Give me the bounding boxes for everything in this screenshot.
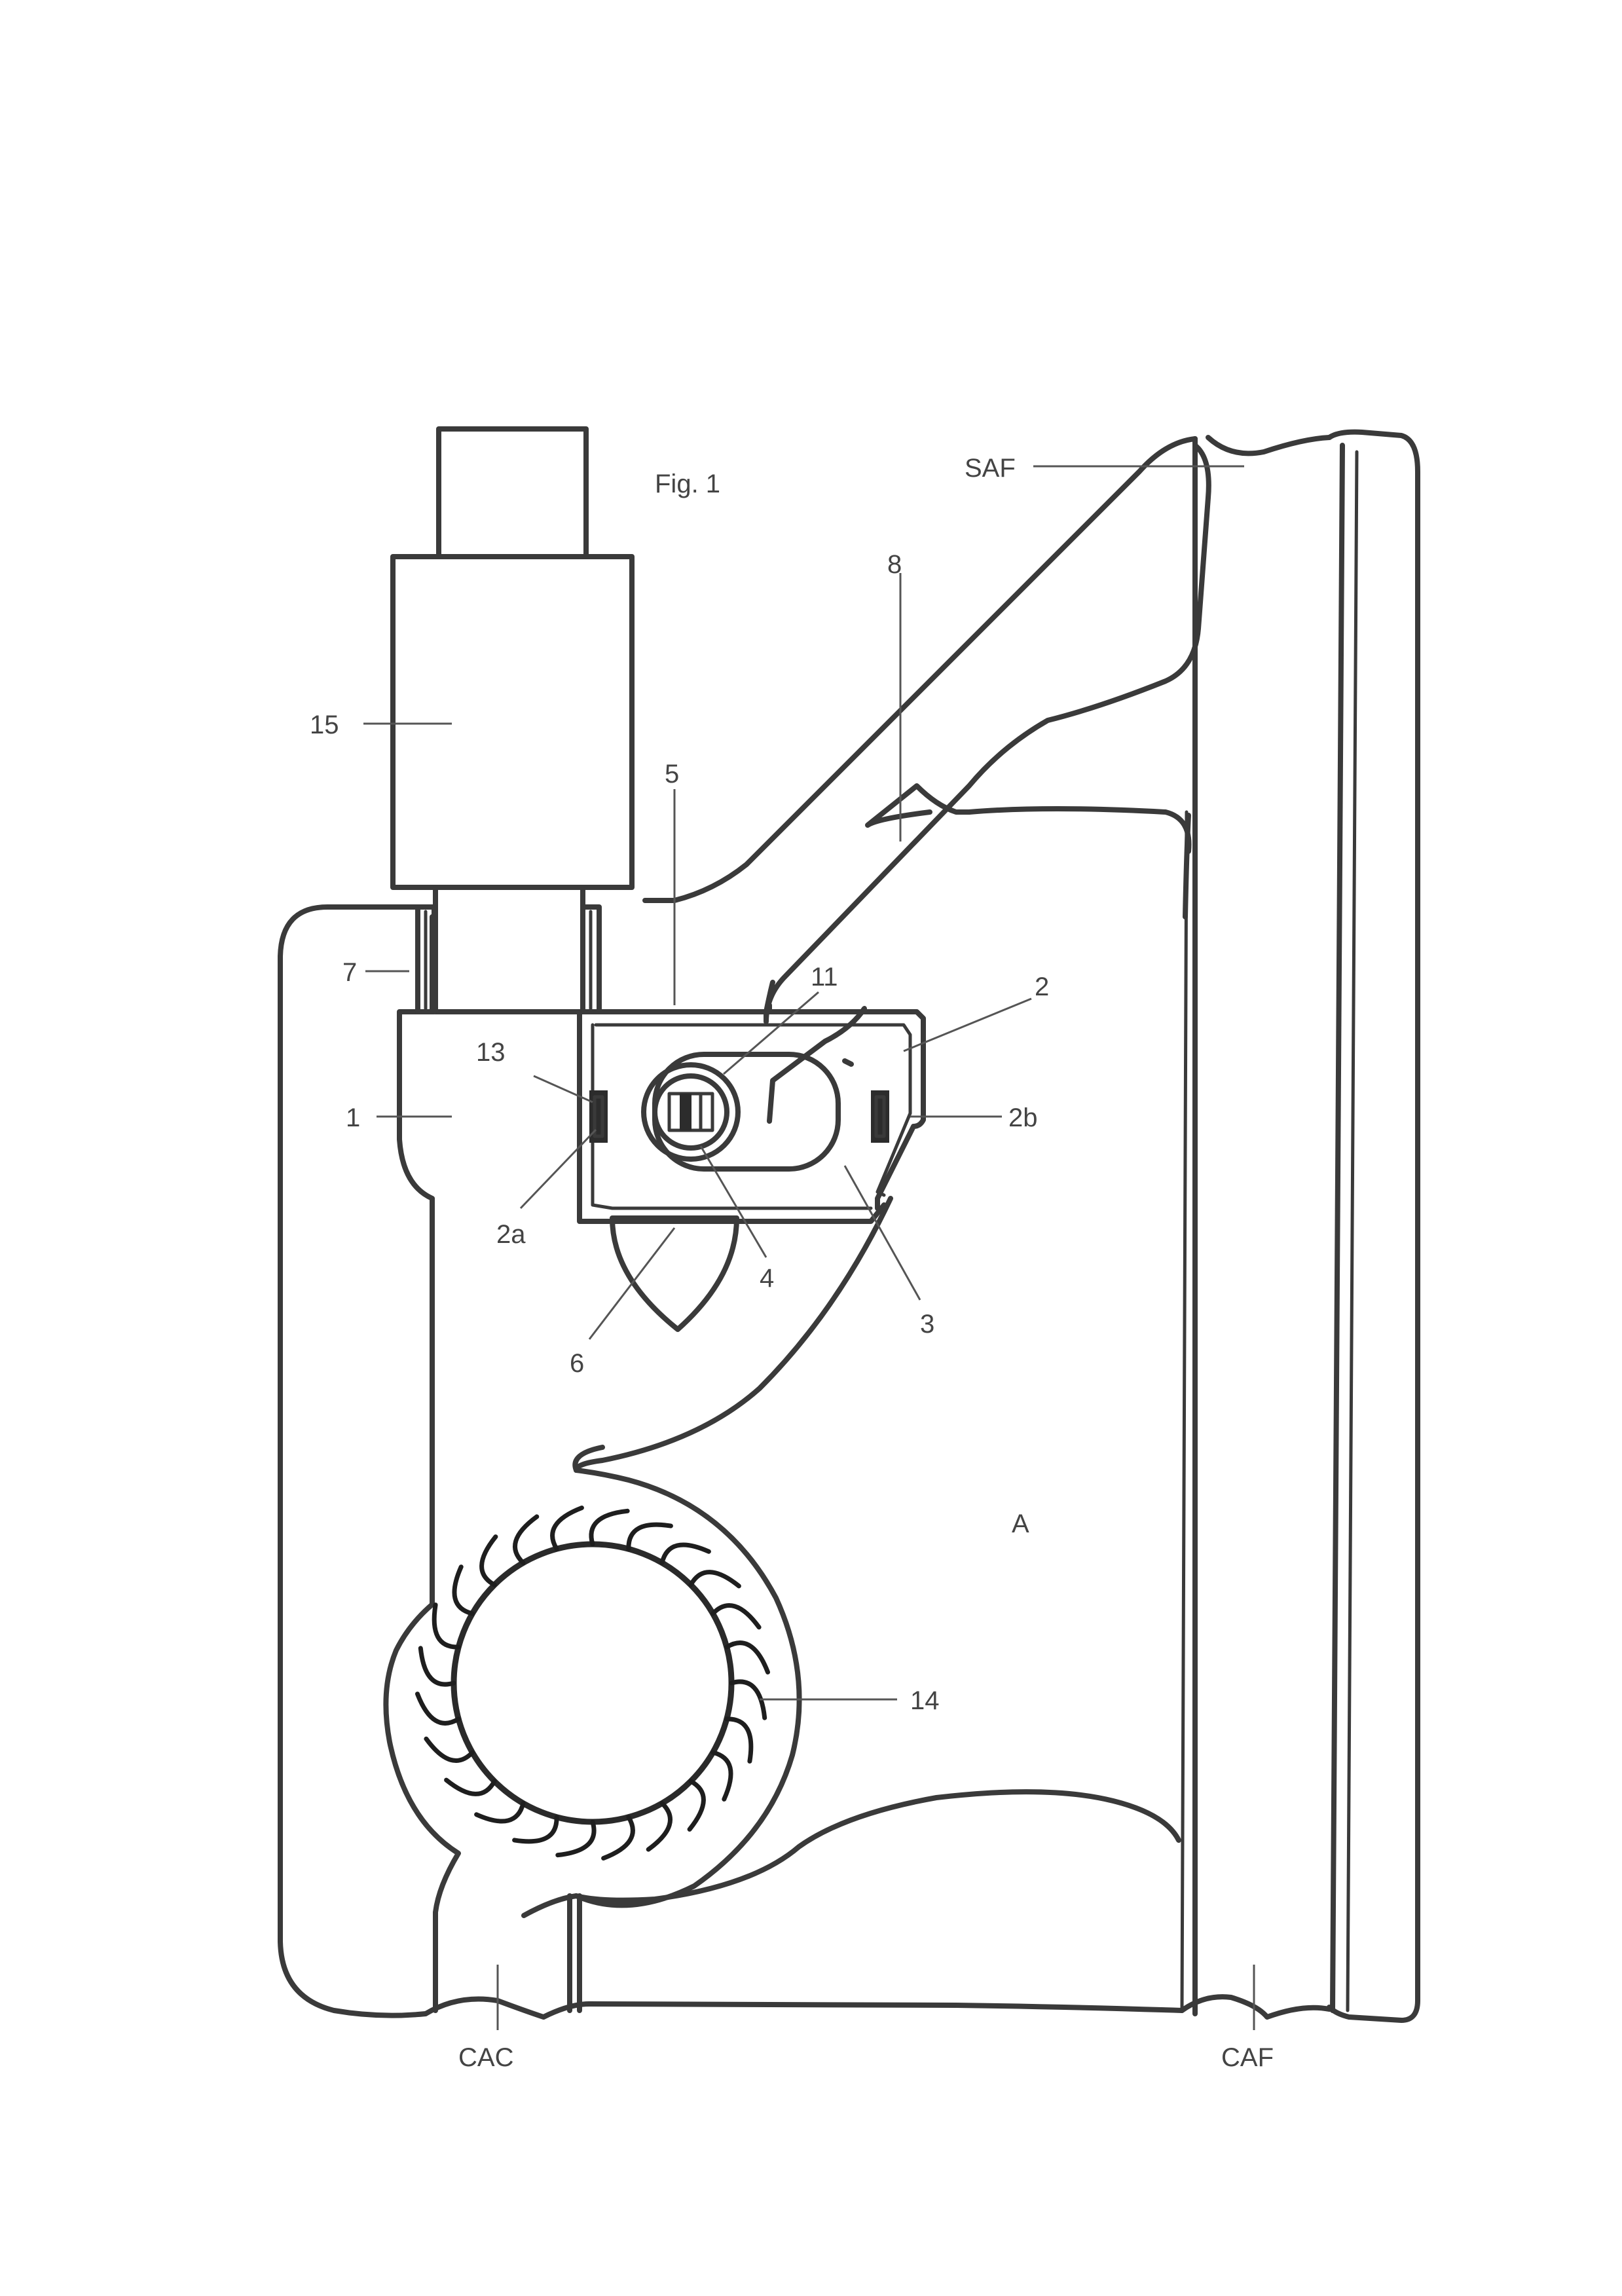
wheel-blade	[474, 1801, 526, 1824]
cam-6	[610, 1215, 739, 1332]
guide-7	[415, 904, 602, 1014]
wheel-blade	[601, 1815, 635, 1861]
label-cac: CAC	[458, 2043, 513, 2072]
arm-8	[642, 436, 1211, 1024]
label-a: A	[1012, 1509, 1029, 1538]
label-11: 11	[811, 963, 838, 991]
label-2b: 2b	[1008, 1103, 1038, 1132]
actuator-15	[390, 426, 635, 1014]
wheel-blade	[626, 1522, 673, 1551]
label-13: 13	[476, 1038, 506, 1067]
label-3: 3	[920, 1310, 934, 1339]
label-5: 5	[665, 760, 679, 788]
label-7: 7	[342, 958, 357, 987]
wheel-blade	[646, 1801, 673, 1852]
labels: Fig. 1 15 SAF 8 5 7 11 2 13 1 2b 2a 4 3 …	[310, 454, 1274, 2072]
right-rail	[1179, 429, 1420, 2023]
wheel-blade	[659, 1542, 711, 1565]
wheel-blade	[729, 1679, 767, 1720]
label-caf: CAF	[1221, 2043, 1274, 2072]
label-2a: 2a	[496, 1220, 526, 1249]
label-14: 14	[910, 1686, 940, 1715]
wheel-blade	[432, 1602, 461, 1650]
hook	[572, 783, 1192, 1908]
wheel-blade	[479, 1534, 498, 1587]
wheel-blade	[550, 1506, 584, 1551]
label-4: 4	[760, 1264, 774, 1293]
wheel-blade	[710, 1603, 762, 1630]
wheel-blade	[724, 1640, 770, 1675]
wheel-blade	[688, 1570, 741, 1589]
figure-title: Fig. 1	[655, 470, 720, 498]
label-15: 15	[310, 711, 339, 739]
pin-4	[641, 1062, 741, 1162]
wheel-blade	[555, 1819, 597, 1858]
wheel-blade	[512, 1815, 559, 1844]
label-2: 2	[1035, 972, 1049, 1001]
wheel-blade	[424, 1736, 475, 1763]
leader-lines	[363, 465, 1255, 2030]
wheel-blade	[589, 1508, 630, 1547]
wheel-blade	[444, 1777, 497, 1796]
label-6: 6	[570, 1349, 584, 1378]
wheel-blades	[415, 1506, 770, 1861]
wheel-blade	[415, 1692, 461, 1726]
label-8: 8	[887, 550, 902, 579]
label-1: 1	[346, 1103, 360, 1132]
wheel-14	[415, 1506, 770, 1861]
label-saf: SAF	[965, 454, 1016, 483]
wheel-blade	[513, 1514, 540, 1565]
wheel-blade	[710, 1750, 733, 1802]
wheel-blade	[687, 1779, 706, 1832]
wheel-blade	[452, 1565, 475, 1616]
wheel-blade	[724, 1716, 754, 1764]
housing-2	[577, 1003, 926, 1224]
wheel-blade	[418, 1646, 456, 1687]
